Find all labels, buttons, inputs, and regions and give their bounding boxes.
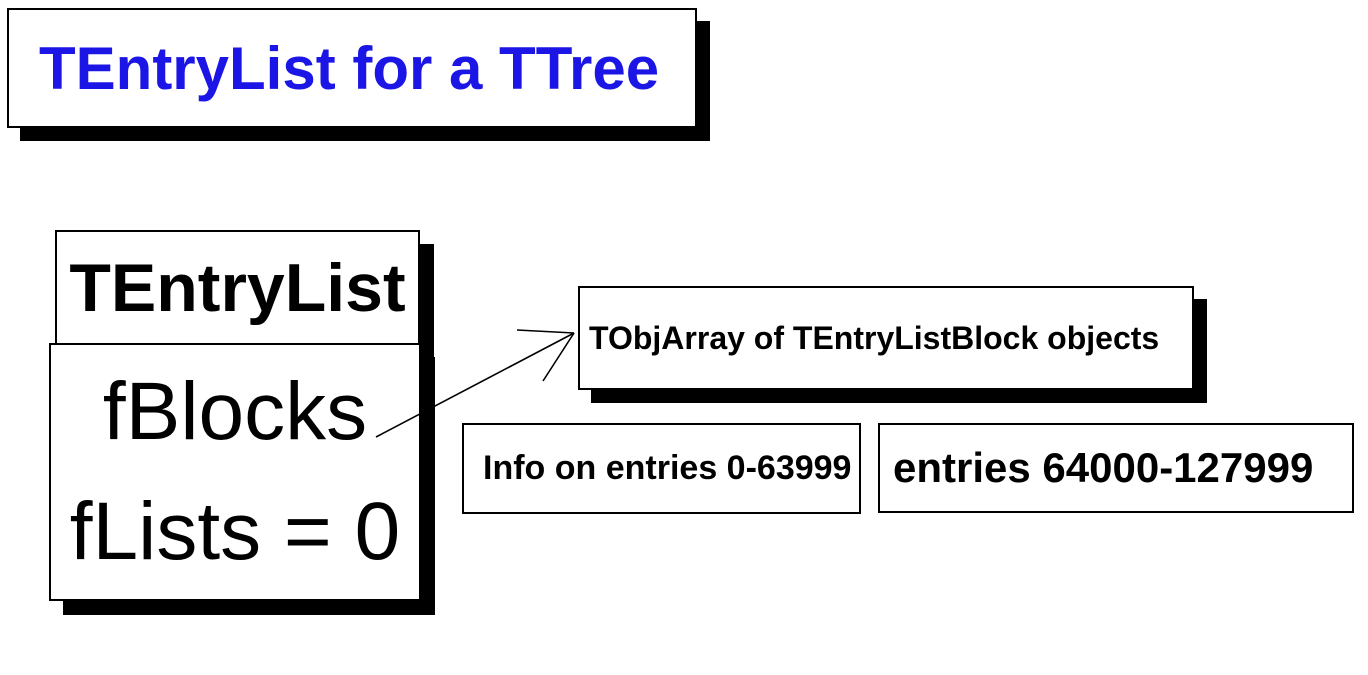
tobjarray-box: TObjArray of TEntryListBlock objects [578, 286, 1194, 390]
tentrylist-fields-box: fBlocks fLists = 0 [49, 343, 421, 601]
tentrylist-class-name: TEntryList [69, 249, 406, 326]
arrow-head-upper-barb [516, 329, 575, 334]
block-entries-label: entries 64000-127999 [893, 444, 1314, 491]
block-entries-box: entries 64000-127999 [878, 423, 1354, 513]
field-fblocks: fBlocks [102, 366, 368, 457]
diagram-title: TEntryList for a TTree [39, 34, 660, 102]
field-flists: fLists = 0 [69, 486, 401, 577]
tobjarray-label: TObjArray of TEntryListBlock objects [589, 319, 1160, 356]
block-info-label: Info on entries 0-63999 [483, 449, 852, 487]
tentrylist-header-box: TEntryList [55, 230, 420, 345]
arrow-head-lower-barb [542, 332, 575, 382]
block-info-box: Info on entries 0-63999 [462, 423, 861, 514]
title-box: TEntryList for a TTree [7, 8, 697, 128]
